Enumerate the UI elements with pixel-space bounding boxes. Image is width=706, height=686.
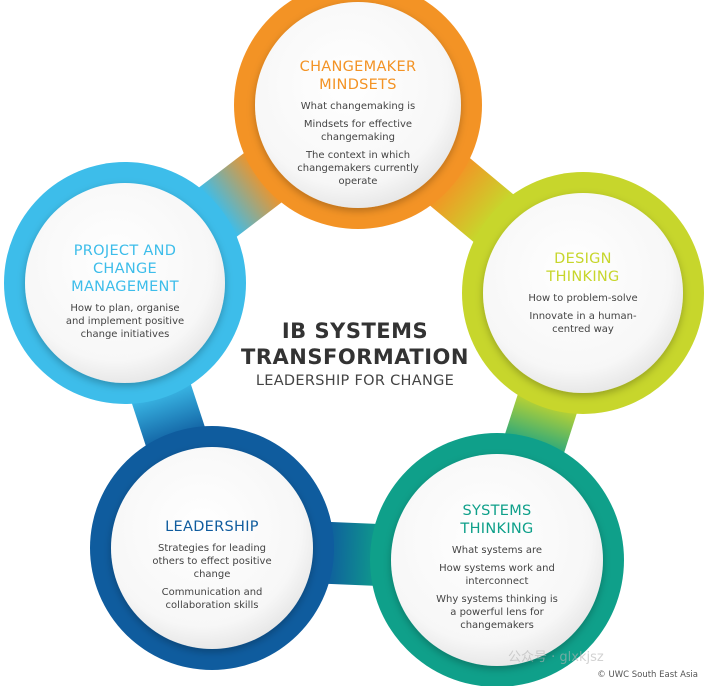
module-item: Communication and collaboration skills	[161, 587, 263, 611]
module-title-line: THINKING	[460, 521, 534, 537]
module-item: Mindsets for effective changemaking	[303, 119, 413, 143]
node-disc	[483, 193, 683, 393]
module-item: Innovate in a human-centred way	[529, 311, 637, 335]
module-item: The context in which changemakers curren…	[297, 150, 419, 187]
module-node: CHANGEMAKER MINDSETS What changemaking is M…	[268, 58, 448, 193]
center-line2: TRANSFORMATION	[241, 345, 469, 369]
center-subtitle: LEADERSHIP FOR CHANGE	[255, 373, 455, 389]
copyright: © UWC South East Asia	[597, 670, 698, 680]
module-title: PROJECT AND CHANGE MANAGEMENT	[35, 242, 215, 296]
module-title-line: CHANGEMAKER	[299, 59, 417, 75]
module-item: What changemaking is	[300, 101, 416, 112]
node-disc	[111, 447, 313, 649]
node-disc	[25, 183, 225, 383]
module-item: How to problem-solve	[528, 293, 638, 304]
module-item: Strategies for leading others to effect …	[152, 543, 272, 580]
module-item: How systems work and interconnect	[439, 563, 555, 587]
module-title-line: PROJECT AND	[73, 243, 177, 259]
module-title-line: DESIGN	[554, 251, 612, 267]
node-disc	[391, 454, 603, 666]
module-node: PROJECT AND CHANGE MANAGEMENT How to plan, …	[35, 242, 215, 346]
module-title-line: MANAGEMENT	[71, 279, 179, 295]
center-line1: IB SYSTEMS	[281, 319, 429, 343]
module-title-line: CHANGE	[93, 261, 157, 277]
module-title-line: MINDSETS	[319, 77, 397, 93]
center-title: IB SYSTEMS TRANSFORMATION LEADERSHIP FOR…	[230, 318, 480, 389]
module-node: LEADERSHIP Strategies for leading others …	[122, 518, 302, 617]
module-title: LEADERSHIP	[122, 518, 302, 536]
module-item: Why systems thinking is a powerful lens …	[436, 594, 558, 631]
node-disc	[255, 2, 461, 208]
module-title-line: SYSTEMS	[462, 503, 532, 519]
module-title-line: LEADERSHIP	[165, 519, 259, 535]
module-title: DESIGN THINKING	[493, 250, 673, 286]
watermark: 公众号 · glxkjsz	[508, 650, 604, 665]
module-title: SYSTEMS THINKING	[407, 502, 587, 538]
module-item: What systems are	[451, 545, 543, 556]
module-title: CHANGEMAKER MINDSETS	[268, 58, 448, 94]
module-item: How to plan, organise and implement posi…	[65, 303, 185, 340]
module-title-line: THINKING	[546, 269, 620, 285]
